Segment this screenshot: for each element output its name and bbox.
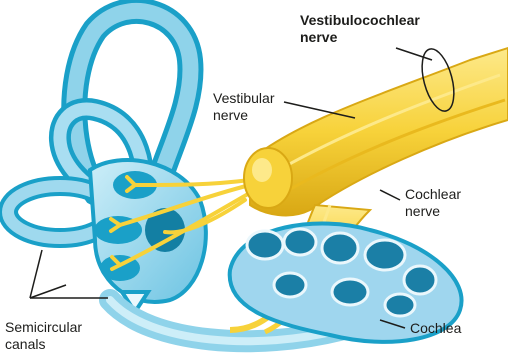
label-vestibular-line1: Vestibular xyxy=(213,90,274,107)
label-cochlear-line2: nerve xyxy=(405,203,440,220)
label-vestibular-line2: nerve xyxy=(213,107,248,124)
label-cochlear-line1: Cochlear xyxy=(405,186,461,203)
label-vestibulocochlear-line2: nerve xyxy=(300,29,337,46)
label-cochlea: Cochlea xyxy=(410,320,461,337)
label-semicircular-line1: Semicircular xyxy=(5,319,82,336)
label-semicircular-line2: canals xyxy=(5,336,45,353)
label-vestibulocochlear-line1: Vestibulocochlear xyxy=(300,12,420,29)
